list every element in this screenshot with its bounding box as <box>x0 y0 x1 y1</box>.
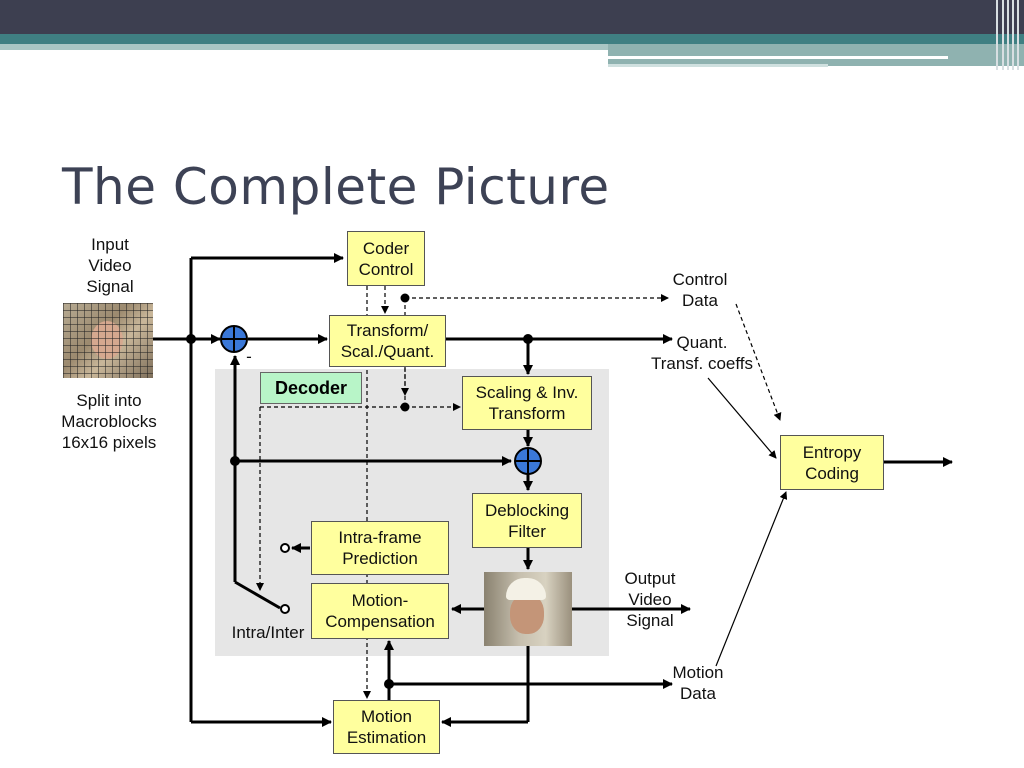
output-video-signal-label: Output Video Signal <box>624 569 676 630</box>
minus-sign: - <box>246 347 252 366</box>
deblocking-filter-box: Deblocking Filter <box>472 493 582 548</box>
decoder-label: Decoder <box>260 372 362 404</box>
motion-compensation-box: Motion- Compensation <box>311 583 449 639</box>
input-video-frame-image <box>63 303 153 378</box>
intra-inter-switch-label: Intra/Inter <box>231 623 305 642</box>
slide-title: The Complete Picture <box>62 158 610 216</box>
header-accent-stripe-light <box>0 44 610 50</box>
header-accent-stripe <box>0 34 1024 44</box>
intra-frame-prediction-box: Intra-frame Prediction <box>311 521 449 575</box>
motion-estimation-box: Motion Estimation <box>333 700 440 754</box>
header-accent-block <box>608 44 1024 66</box>
quantized-coeffs-label: Quant. Transf. coeffs <box>650 333 754 373</box>
coder-control-box: Coder Control <box>347 231 425 286</box>
summing-junction-icon <box>514 447 542 475</box>
header-bar <box>0 0 1024 34</box>
input-video-signal-label: Input Video Signal <box>86 235 134 296</box>
transform-quant-box: Transform/ Scal./Quant. <box>329 315 446 367</box>
entropy-coding-box: Entropy Coding <box>780 435 884 490</box>
header-decoration <box>994 0 1024 70</box>
output-video-frame-image <box>484 572 572 646</box>
header-accent-line <box>608 64 828 67</box>
summing-junction-icon <box>220 325 248 353</box>
motion-data-label: Motion Data <box>672 663 724 703</box>
split-macroblocks-label: Split into Macroblocks 16x16 pixels <box>61 391 157 452</box>
header-accent-line <box>608 56 948 59</box>
control-data-label: Control Data <box>672 270 728 310</box>
scaling-inverse-transform-box: Scaling & Inv. Transform <box>462 376 592 430</box>
